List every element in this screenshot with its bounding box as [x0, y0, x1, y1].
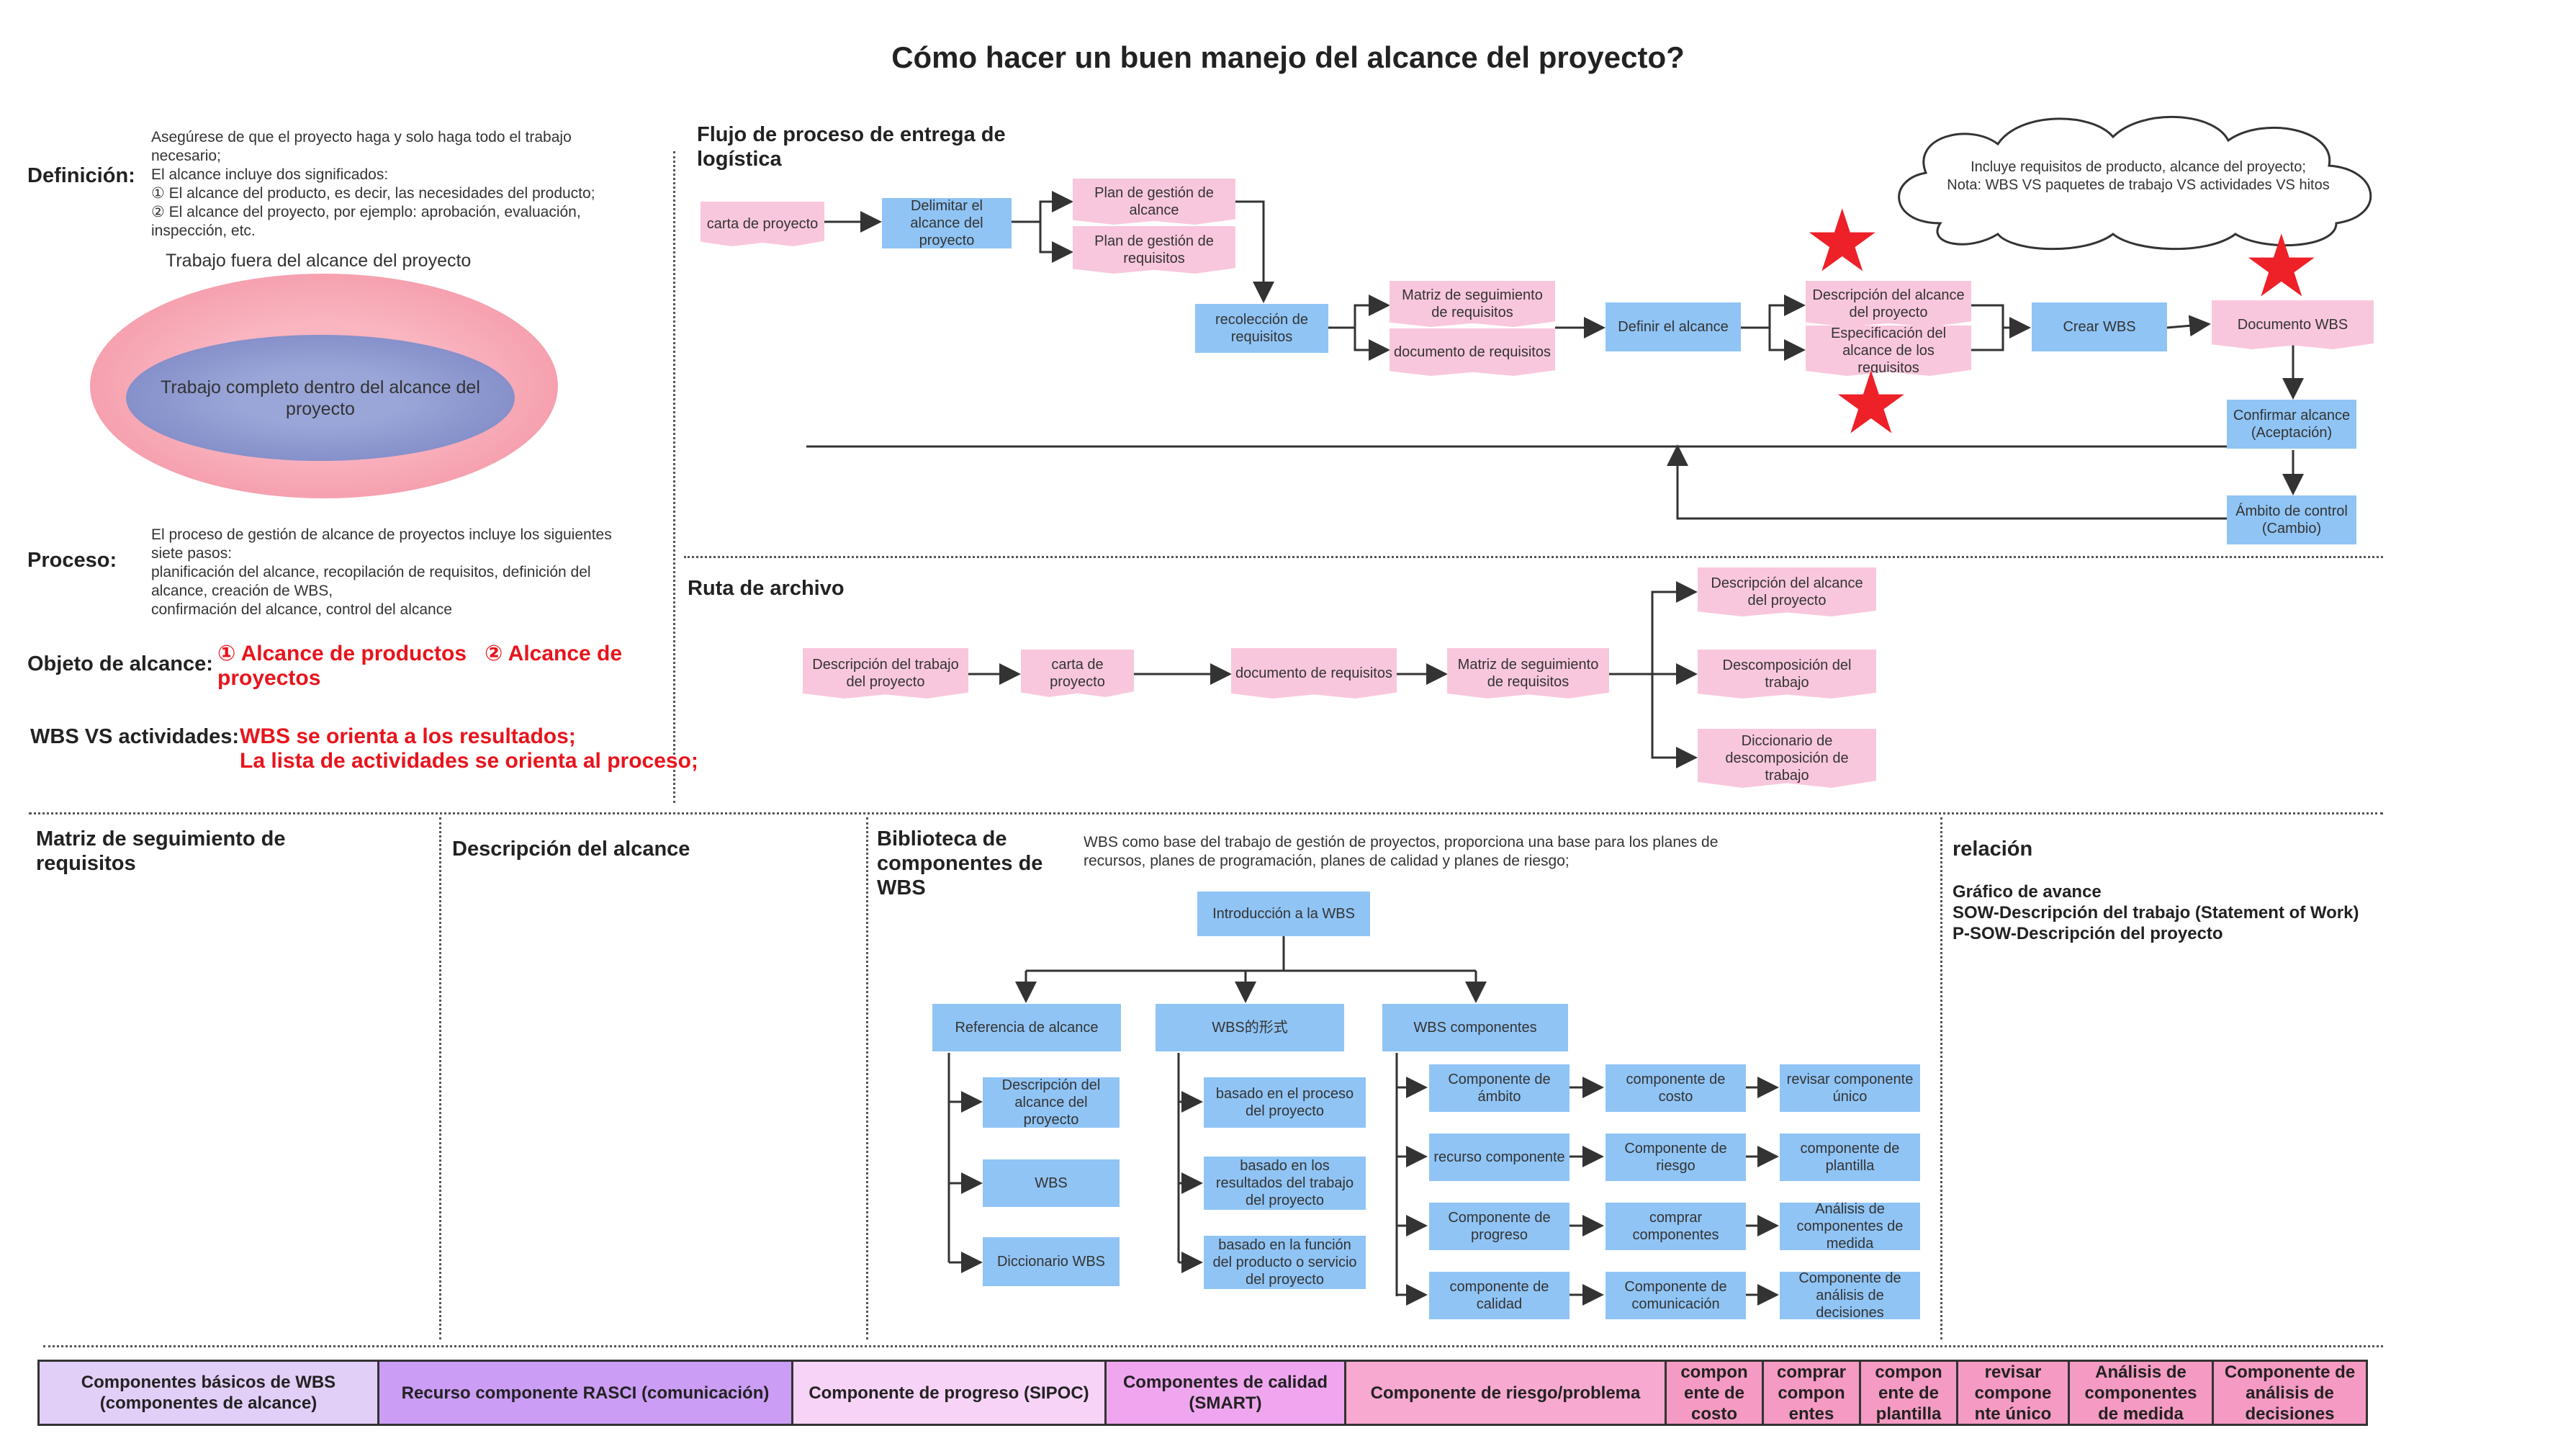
- objeto-line1: ① Alcance de productos ② Alcance de: [217, 642, 623, 665]
- matriz-section-title: Matriz de seguimiento de requisitos: [36, 827, 286, 875]
- proceso-label: Proceso:: [27, 549, 117, 572]
- wbs-forma-item: basado en los resultados del trabajo del…: [1204, 1157, 1366, 1210]
- ruta-desc-trabajo-node: Descripción del trabajo del proyecto: [803, 648, 968, 699]
- legend-cell-costo: compon ente de costo: [1667, 1362, 1764, 1424]
- legend-cell-basicos: Componentes básicos de WBS (componentes …: [40, 1362, 379, 1424]
- divider-flujo-ruta: [684, 556, 2383, 558]
- ruta-documento-node: documento de requisitos: [1231, 648, 1397, 699]
- wbs-ref-item: Diccionario WBS: [983, 1237, 1120, 1286]
- component-legend-row: Componentes básicos de WBS (componentes …: [37, 1360, 2368, 1426]
- divider-bottom-2: [866, 817, 868, 1339]
- wbs-comp-item: Componente de ámbito: [1429, 1064, 1570, 1112]
- ruta-descomp-node: Descomposición del trabajo: [1698, 650, 1876, 699]
- legend-cell-riesgo: Componente de riesgo/problema: [1346, 1362, 1667, 1424]
- flujo-confirmar-node: Confirmar alcance (Aceptación): [2227, 400, 2356, 449]
- definicion-text: Asegúrese de que el proyecto haga y solo…: [151, 129, 595, 239]
- legend-cell-decisiones: Componente de análisis de decisiones: [2214, 1362, 2366, 1424]
- ruta-diccionario-node: Diccionario de descomposición de trabajo: [1698, 729, 1876, 788]
- flujo-matriz-node: Matriz de seguimiento de requisitos: [1390, 281, 1555, 327]
- wbs-comp-item: Componente de comunicación: [1606, 1272, 1746, 1319]
- legend-cell-plantilla: compon ente de plantilla: [1861, 1362, 1958, 1424]
- wbs-comp-item: Análisis de componentes de medida: [1780, 1201, 1920, 1252]
- biblioteca-title: Biblioteca de componentes de WBS: [877, 827, 1043, 899]
- wbs-comp-node: WBS componentes: [1382, 1004, 1568, 1051]
- divider-bottom-1: [439, 817, 441, 1339]
- objeto-label: Objeto de alcance:: [27, 652, 213, 675]
- wbs-root-node: Introducción a la WBS: [1197, 892, 1370, 936]
- flujo-recoleccion-node: recolección de requisitos: [1195, 304, 1328, 353]
- definicion-label: Definición:: [27, 164, 135, 187]
- wbs-comp-item: Componente de análisis de decisiones: [1780, 1270, 1920, 1321]
- proceso-text: El proceso de gestión de alcance de proy…: [151, 526, 612, 618]
- wbs-vs-label: WBS VS actividades:: [30, 725, 240, 748]
- divider-top-bottom: [29, 812, 2383, 814]
- divider-bottom-3: [1940, 817, 1942, 1339]
- legend-cell-revisar: revisar compone nte único: [1958, 1362, 2070, 1424]
- wbs-comp-item: Componente de progreso: [1429, 1203, 1570, 1250]
- legend-cell-medida: Análisis de componentes de medida: [2070, 1362, 2214, 1424]
- objeto-line2: proyectos: [217, 666, 321, 690]
- page-title: Cómo hacer un buen manejo del alcance de…: [891, 40, 1685, 74]
- flujo-documento-node: documento de requisitos: [1390, 328, 1555, 376]
- wbs-comp-item: recurso componente: [1429, 1134, 1570, 1181]
- wbs-forma-item: basado en el proceso del proyecto: [1204, 1077, 1366, 1128]
- legend-cell-calidad: Componentes de calidad (SMART): [1107, 1362, 1346, 1424]
- flujo-ambito-node: Ámbito de control (Cambio): [2227, 495, 2356, 544]
- wbs-comp-item: componente de calidad: [1429, 1272, 1570, 1319]
- wbs-forma-node: WBS的形式: [1156, 1004, 1344, 1051]
- descripcion-section-title: Descripción del alcance: [452, 838, 690, 861]
- relacion-lines: Gráfico de avance SOW-Descripción del tr…: [1953, 882, 2359, 943]
- star-icon: ★: [1803, 193, 1881, 289]
- legend-cell-progreso: Componente de progreso (SIPOC): [793, 1362, 1107, 1424]
- wbs-comp-item: componente de costo: [1606, 1064, 1746, 1112]
- star-icon: ★: [1832, 355, 1910, 452]
- legend-cell-comprar: comprar compon entes: [1764, 1362, 1861, 1424]
- wbs-vs-line1: WBS se orienta a los resultados;: [240, 724, 576, 748]
- wbs-comp-item: comprar componentes: [1606, 1203, 1746, 1250]
- divider-left-vertical: [673, 151, 675, 803]
- cloud-note-shape: [1898, 115, 2372, 251]
- wbs-ref-node: Referencia de alcance: [932, 1004, 1121, 1051]
- ruta-desc-alcance-node: Descripción del alcance del proyecto: [1698, 567, 1876, 616]
- outer-scope-label: Trabajo fuera del alcance del proyecto: [166, 251, 472, 271]
- ruta-title: Ruta de archivo: [688, 577, 845, 600]
- flujo-crear-wbs-node: Crear WBS: [2032, 302, 2167, 351]
- inner-scope-label: Trabajo completo dentro del alcance del …: [161, 377, 480, 419]
- ruta-matriz-node: Matriz de seguimiento de requisitos: [1447, 648, 1609, 699]
- wbs-ref-item: WBS: [983, 1159, 1120, 1207]
- flujo-descripcion-node: Descripción del alcance del proyecto: [1806, 281, 1971, 327]
- flujo-delimitar-node: Delimitar el alcance del proyecto: [882, 198, 1012, 248]
- wbs-ref-item: Descripción del alcance del proyecto: [983, 1077, 1120, 1128]
- flujo-doc-wbs-node: Documento WBS: [2212, 300, 2374, 349]
- inner-scope-ellipse: Trabajo completo dentro del alcance del …: [126, 335, 515, 461]
- wbs-comp-item: Componente de riesgo: [1606, 1134, 1746, 1181]
- wbs-forma-item: basado en la función del producto o serv…: [1204, 1236, 1366, 1289]
- star-icon: ★: [2243, 218, 2320, 315]
- relacion-title: relación: [1953, 838, 2033, 861]
- wbs-vs-line2: La lista de actividades se orienta al pr…: [240, 749, 698, 773]
- ruta-carta-node: carta de proyecto: [1021, 650, 1134, 697]
- legend-cell-recurso: Recurso componente RASCI (comunicación): [379, 1362, 793, 1424]
- wbs-comp-item: componente de plantilla: [1780, 1134, 1920, 1181]
- flujo-plan-alcance-node: Plan de gestión de alcance: [1073, 179, 1235, 225]
- flujo-definir-node: Definir el alcance: [1606, 302, 1741, 351]
- wbs-comp-item: revisar componente único: [1780, 1064, 1920, 1112]
- flujo-especificacion-node: Especificación del alcance de los requis…: [1806, 326, 1971, 376]
- flujo-title: Flujo de proceso de entrega de logística: [697, 123, 1006, 171]
- biblioteca-desc: WBS como base del trabajo de gestión de …: [1084, 834, 1719, 869]
- flujo-carta-node: carta de proyecto: [701, 202, 824, 246]
- divider-bottom-footer: [43, 1345, 2383, 1347]
- flujo-plan-req-node: Plan de gestión de requisitos: [1073, 226, 1235, 274]
- cloud-note-text: Incluye requisitos de producto, alcance …: [1947, 159, 2330, 193]
